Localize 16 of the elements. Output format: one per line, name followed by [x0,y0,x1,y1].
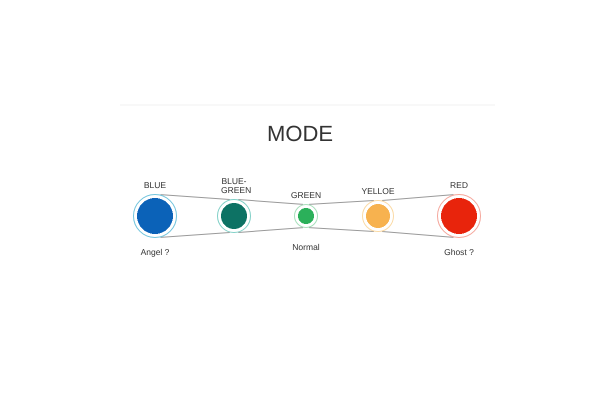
connector-line [308,227,375,232]
connector-line [160,232,230,238]
mode-label: YELLOE [360,186,396,195]
mode-label: RED [449,180,469,189]
mode-label: BLUE [142,180,168,189]
connector-line [381,231,454,238]
connector-line [238,199,304,205]
mode-caption: Normal [292,242,320,252]
connector-line [238,227,304,233]
mode-caption: Ghost ? [444,247,474,257]
mode-caption: Angel ? [140,247,170,257]
connector-line [160,194,230,200]
mode-label: GREEN [290,190,322,199]
connector-line [308,200,375,205]
connector-line [381,194,454,201]
title: MODE [266,121,334,147]
